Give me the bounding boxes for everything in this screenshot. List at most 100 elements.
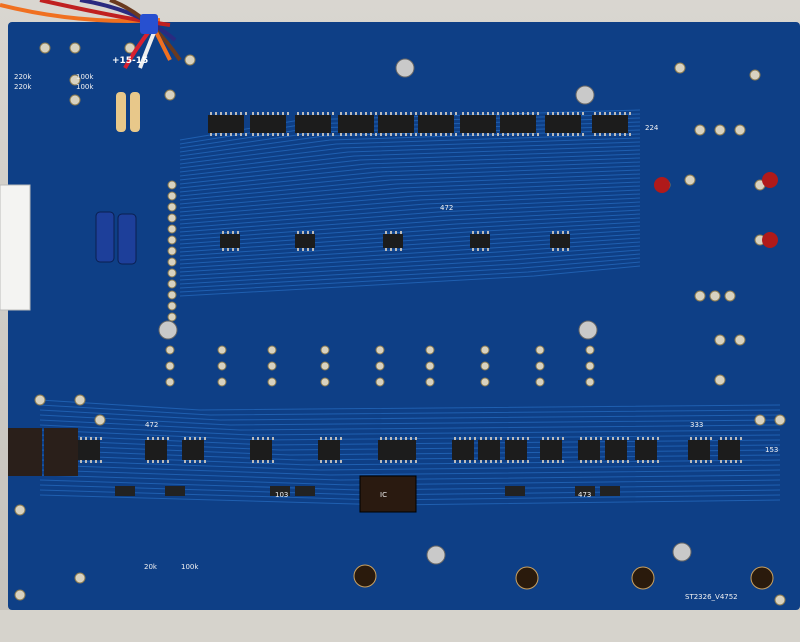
ic-pin (557, 133, 559, 136)
ic-pin (307, 133, 309, 136)
ic-pin (562, 460, 564, 463)
ic-pin (312, 133, 314, 136)
ic-pin (85, 460, 87, 463)
ic-pin (90, 460, 92, 463)
ic-pin (267, 437, 269, 440)
ic-pin (272, 112, 274, 115)
ic-socket (359, 475, 417, 513)
ic-pin (167, 437, 169, 440)
trace (179, 197, 641, 229)
trace (179, 241, 641, 273)
ic-pin (415, 437, 417, 440)
ic-pin (440, 133, 442, 136)
solder-pad (320, 377, 330, 387)
ic-pin (415, 460, 417, 463)
ic-pin (472, 133, 474, 136)
solder-pad (694, 290, 706, 302)
ic-pin (360, 133, 362, 136)
ic-pin (467, 133, 469, 136)
ic-pin (390, 437, 392, 440)
ic-chip (460, 115, 496, 133)
resistor-label: 100k (76, 83, 94, 91)
ic-pin (272, 460, 274, 463)
ic-pin (547, 133, 549, 136)
ic-pin (410, 460, 412, 463)
ic-pin (487, 112, 489, 115)
ic-pin (335, 437, 337, 440)
ic-pin (222, 231, 224, 234)
ic-pin (194, 437, 196, 440)
resistor-label: 220k (14, 73, 32, 81)
ic-pin (532, 112, 534, 115)
ic-pin (507, 437, 509, 440)
ic-pin (272, 133, 274, 136)
ic-pin (184, 437, 186, 440)
trace (179, 193, 641, 225)
ic-pin (167, 460, 169, 463)
ic-pin (522, 133, 524, 136)
ic-pin (395, 437, 397, 440)
ic-chip (635, 440, 657, 460)
ic-pin (582, 133, 584, 136)
ic-pin (462, 112, 464, 115)
ic-pin (500, 460, 502, 463)
ic-pin (395, 460, 397, 463)
ic-pin (297, 133, 299, 136)
ic-pin (492, 112, 494, 115)
ic-pin (552, 460, 554, 463)
jack-hole (750, 566, 774, 590)
ic-pin (272, 437, 274, 440)
solder-pad (167, 257, 177, 267)
ic-pin (595, 437, 597, 440)
ic-pin (235, 133, 237, 136)
ic-pin (652, 460, 654, 463)
ic-pin (405, 437, 407, 440)
trace (179, 145, 641, 177)
ic-pin (487, 133, 489, 136)
ic-pin (335, 460, 337, 463)
ic-pin (567, 231, 569, 234)
ic-pin (345, 112, 347, 115)
solder-pad (480, 377, 490, 387)
solder-pad (375, 361, 385, 371)
ic-pin (522, 460, 524, 463)
ic-pin (410, 437, 412, 440)
ic-pin (220, 133, 222, 136)
solder-pad (375, 345, 385, 355)
resistor (116, 92, 126, 132)
ic-pin (235, 112, 237, 115)
ic-pin (380, 133, 382, 136)
ic-pin (307, 248, 309, 251)
ic-pin (585, 437, 587, 440)
ic-pin (302, 248, 304, 251)
ic-pin (547, 112, 549, 115)
ic-pin (612, 437, 614, 440)
smd-part (115, 486, 135, 496)
ic-chip (378, 440, 416, 460)
trimmer-label: 20k (144, 563, 158, 571)
trace (39, 464, 781, 476)
jack-hole (631, 566, 655, 590)
ic-pin (600, 460, 602, 463)
ic-pin (230, 112, 232, 115)
ic-pin (220, 112, 222, 115)
ic-pin (425, 112, 427, 115)
ic-pin (657, 437, 659, 440)
ic-pin (435, 112, 437, 115)
chip-label: 153 (765, 446, 778, 454)
ic-chip (338, 115, 374, 133)
ic-pin (607, 437, 609, 440)
ic-pin (400, 112, 402, 115)
trimmer-label: 100k (181, 563, 199, 571)
ic-pin (375, 133, 377, 136)
ic-pin (330, 460, 332, 463)
ic-pin (360, 112, 362, 115)
ic-pin (552, 248, 554, 251)
solder-pad (14, 504, 26, 516)
ic-pin (400, 437, 402, 440)
ic-pin (257, 112, 259, 115)
ic-pin (297, 112, 299, 115)
ic-pin (385, 437, 387, 440)
